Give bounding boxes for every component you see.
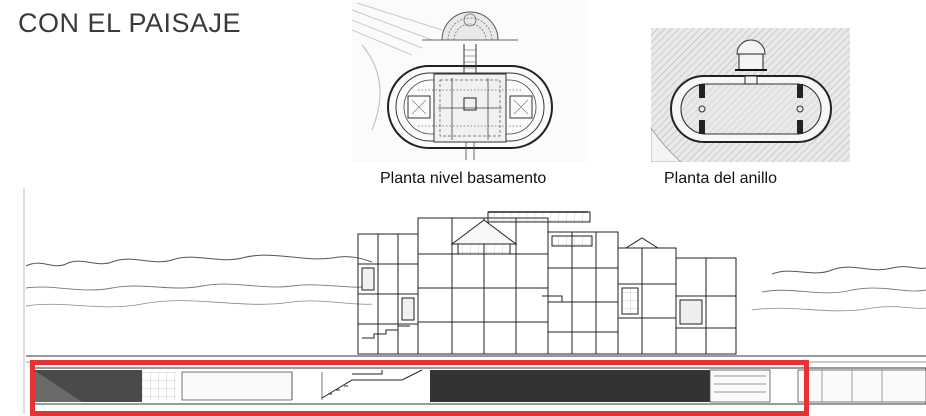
slide-title: CON EL PAISAJE bbox=[18, 8, 242, 38]
ring-plan-caption: Planta del anillo bbox=[664, 170, 777, 187]
basement-plan-drawing bbox=[352, 0, 588, 162]
section-drawing bbox=[23, 188, 926, 414]
highlight-frame bbox=[30, 360, 809, 416]
ring-plan-drawing bbox=[651, 28, 850, 162]
basement-plan-caption: Planta nivel basamento bbox=[380, 170, 547, 187]
